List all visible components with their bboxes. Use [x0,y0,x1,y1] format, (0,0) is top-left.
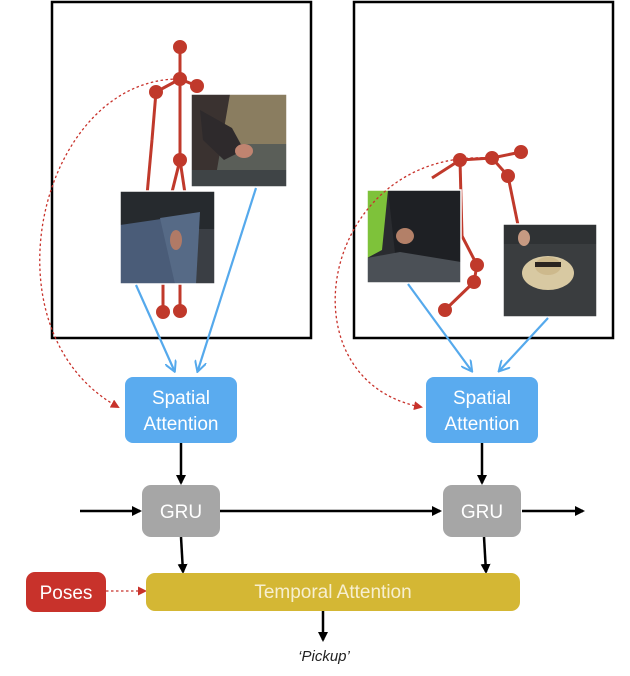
attention-arrows [134,187,549,370]
frame-right [352,0,615,340]
crop-hand-image [119,190,216,285]
spatial-attention-left: Spatial Attention [125,377,237,443]
output-label: ‘Pickup’ [298,648,350,665]
spatial-attention-left-line1: Spatial [152,388,210,409]
temporal-attention-label: Temporal Attention [254,582,411,603]
gru-right: GRU [443,485,521,537]
skeleton-left [145,40,204,319]
spatial-attention-right: Spatial Attention [426,377,538,443]
frame-left [50,0,313,340]
spatial-attention-right-line1: Spatial [453,388,511,409]
temporal-attention-box: Temporal Attention [146,573,520,611]
skeleton-right [431,145,528,317]
pose-dashed-arrows [39,78,489,596]
crop-body-image [366,189,462,284]
gru-left-label: GRU [160,502,202,523]
crop-arm-image [190,93,288,188]
gru-right-label: GRU [461,502,503,523]
spatial-attention-right-line2: Attention [445,414,520,435]
crop-hat-image [502,223,598,318]
spatial-attention-left-line2: Attention [144,414,219,435]
gru-left: GRU [142,485,220,537]
poses-box: Poses [26,572,106,612]
poses-label: Poses [40,583,93,604]
flow-arrows [80,443,585,642]
